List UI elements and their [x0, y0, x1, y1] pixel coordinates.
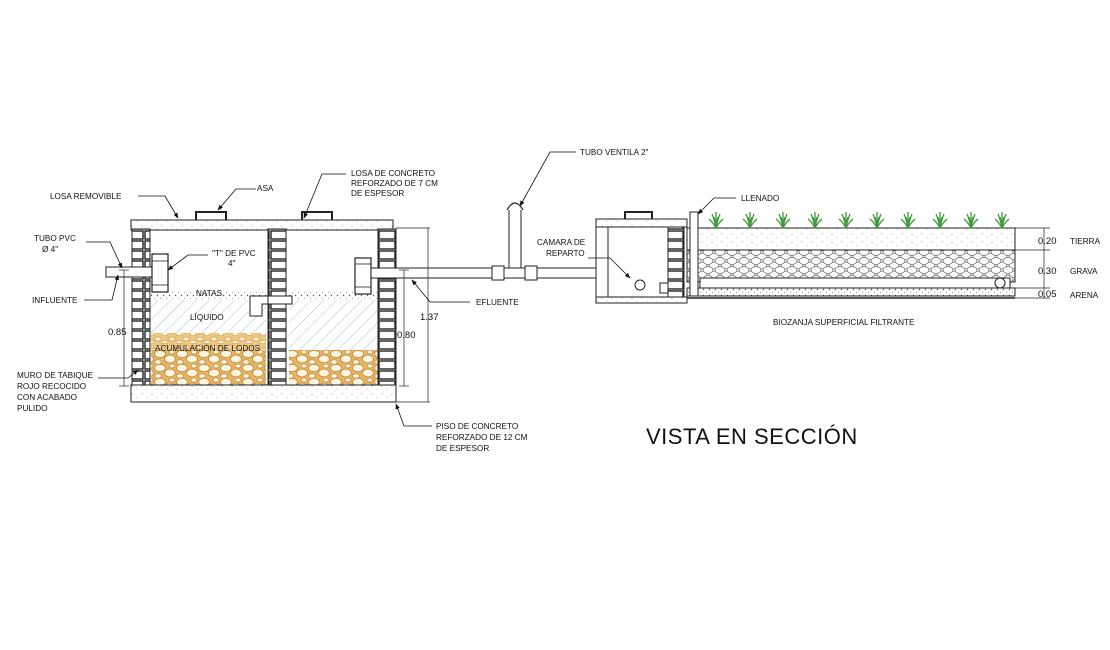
plant-icon [742, 212, 758, 229]
label-muro-4: PULIDO [17, 404, 47, 413]
label-biozanja: BIOZANJA SUPERFICIAL FILTRANTE [773, 318, 915, 327]
outlet-tee [354, 257, 372, 295]
label-tubo-ventila: TUBO VENTILA 2" [580, 148, 649, 157]
label-piso-1: PISO DE CONCRETO [436, 422, 518, 431]
liquid-layer-right [289, 300, 378, 350]
inlet-tee [151, 253, 169, 293]
label-muro-1: MURO DE TABIQUE [17, 371, 94, 380]
dim-030: 0.30 [1038, 266, 1057, 277]
label-efluente: EFLUENTE [476, 298, 519, 307]
label-piso-2: REFORZADO DE 12 CM [436, 433, 528, 442]
wall-middle [267, 228, 287, 386]
leader-lines [84, 151, 736, 427]
dim-085: 0.85 [108, 327, 127, 338]
dimension-lines [119, 227, 1050, 403]
label-llenado: LLENADO [741, 194, 779, 203]
label-losa-concreto-2: REFORZADO DE 7 CM [351, 179, 438, 188]
label-arena: ARENA [1070, 291, 1099, 300]
plant-icon [963, 212, 979, 229]
drawing-title: VISTA EN SECCIÓN [646, 424, 858, 449]
label-liquido: LÍQUIDO [190, 312, 224, 322]
dim-080: 0.80 [397, 330, 416, 341]
sludge-left [151, 350, 266, 385]
soil-layer [686, 227, 1016, 251]
wall-right [377, 228, 397, 386]
handle-right [301, 211, 333, 220]
biofilter-trench [686, 211, 1016, 299]
label-tubo-pvc-1: TUBO PVC [34, 234, 76, 243]
plant-icon [708, 212, 724, 229]
dim-020: 0.20 [1038, 236, 1057, 247]
label-t-pvc-2: 4" [228, 259, 236, 268]
wall-left [131, 228, 151, 386]
label-natas: NATAS [196, 289, 223, 298]
sand-layer [686, 287, 1016, 297]
handle-left [195, 211, 227, 220]
septic-tank [105, 211, 397, 403]
label-camara-2: REPARTO [546, 249, 585, 258]
plant-icon [807, 212, 823, 229]
inlet-pipe [105, 266, 153, 278]
label-muro-2: ROJO RECOCIDO [17, 382, 86, 391]
plant-icon [775, 212, 791, 229]
label-muro-3: CON ACABADO [17, 393, 77, 402]
sludge-right [289, 350, 378, 385]
label-piso-3: DE ESPESOR [436, 444, 489, 453]
plant-icon [994, 212, 1010, 229]
distribution-chamber [595, 211, 688, 304]
plant-icon [869, 212, 885, 229]
plants [708, 212, 1010, 229]
dim-005: 0.05 [1038, 289, 1057, 300]
label-acumulacion: ACUMULACIÓN DE LODOS [155, 343, 261, 353]
sludge-light-left [151, 333, 266, 350]
label-influente: INFLUENTE [32, 296, 78, 305]
top-slab [130, 219, 394, 231]
plant-icon [900, 212, 916, 229]
liquid-layer-left [151, 300, 266, 333]
filling-pipe [689, 211, 699, 297]
label-tubo-pvc-2: Ø 4" [42, 245, 58, 254]
natas-layer-right [289, 290, 378, 300]
label-losa-removible: LOSA REMOVIBLE [50, 192, 122, 201]
label-camara-1: CAMARA DE [537, 238, 586, 247]
label-losa-concreto-1: LOSA DE CONCRETO [351, 169, 435, 178]
gravel-layer [686, 249, 1016, 283]
natas-layer-left [151, 290, 266, 300]
vent-pipe [508, 207, 522, 269]
label-asa: ASA [257, 184, 274, 193]
plant-icon [932, 212, 948, 229]
label-tierra: TIERRA [1070, 237, 1101, 246]
bottom-slab [130, 384, 397, 403]
distribution-pipe [699, 277, 1011, 289]
label-losa-concreto-3: DE ESPESOR [351, 189, 404, 198]
label-grava: GRAVA [1070, 267, 1098, 276]
label-t-pvc-1: "T" DE PVC [212, 249, 256, 258]
dim-137: 1.37 [420, 312, 439, 323]
plant-icon [838, 212, 854, 229]
effluent-pipe [370, 202, 597, 281]
